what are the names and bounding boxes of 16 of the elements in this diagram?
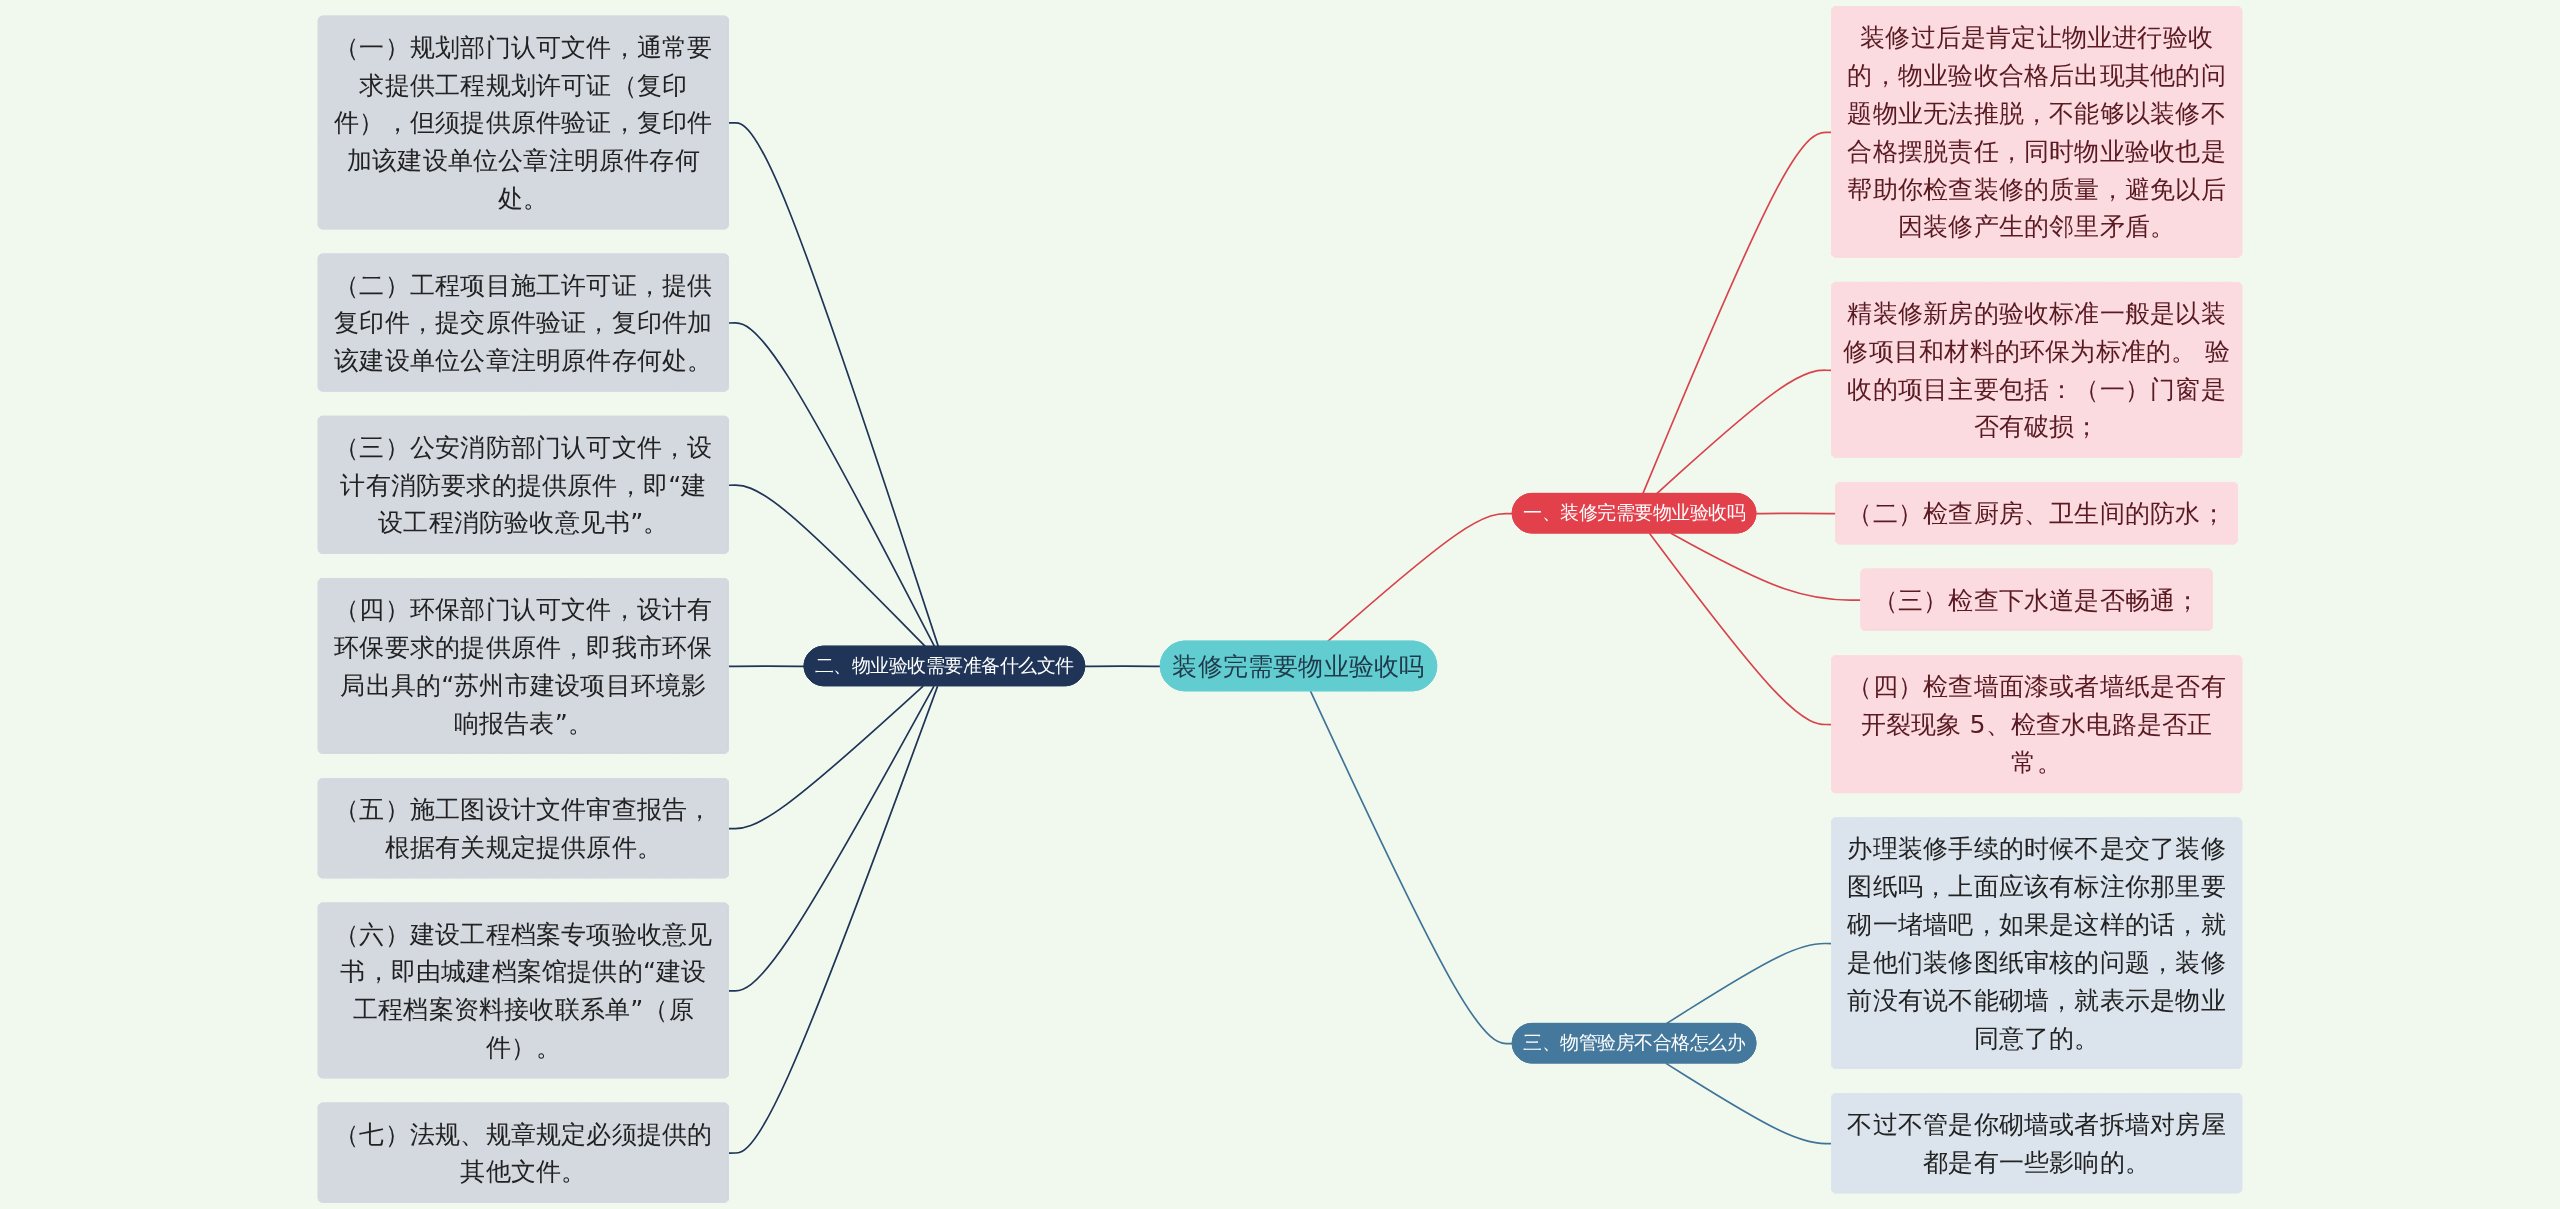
connector — [728, 122, 940, 648]
connector — [1084, 665, 1162, 668]
connector — [1648, 532, 1833, 726]
connector — [1655, 369, 1833, 495]
connector — [728, 484, 927, 648]
connector — [1755, 512, 1837, 515]
connector — [1309, 690, 1514, 1045]
connector — [728, 322, 936, 648]
connector — [728, 685, 924, 830]
connector — [728, 685, 939, 1154]
connector — [1641, 131, 1833, 495]
connector — [1665, 1062, 1833, 1145]
connector — [728, 685, 935, 992]
connector — [1665, 942, 1833, 1025]
connector — [1326, 512, 1514, 643]
connector — [728, 665, 806, 668]
